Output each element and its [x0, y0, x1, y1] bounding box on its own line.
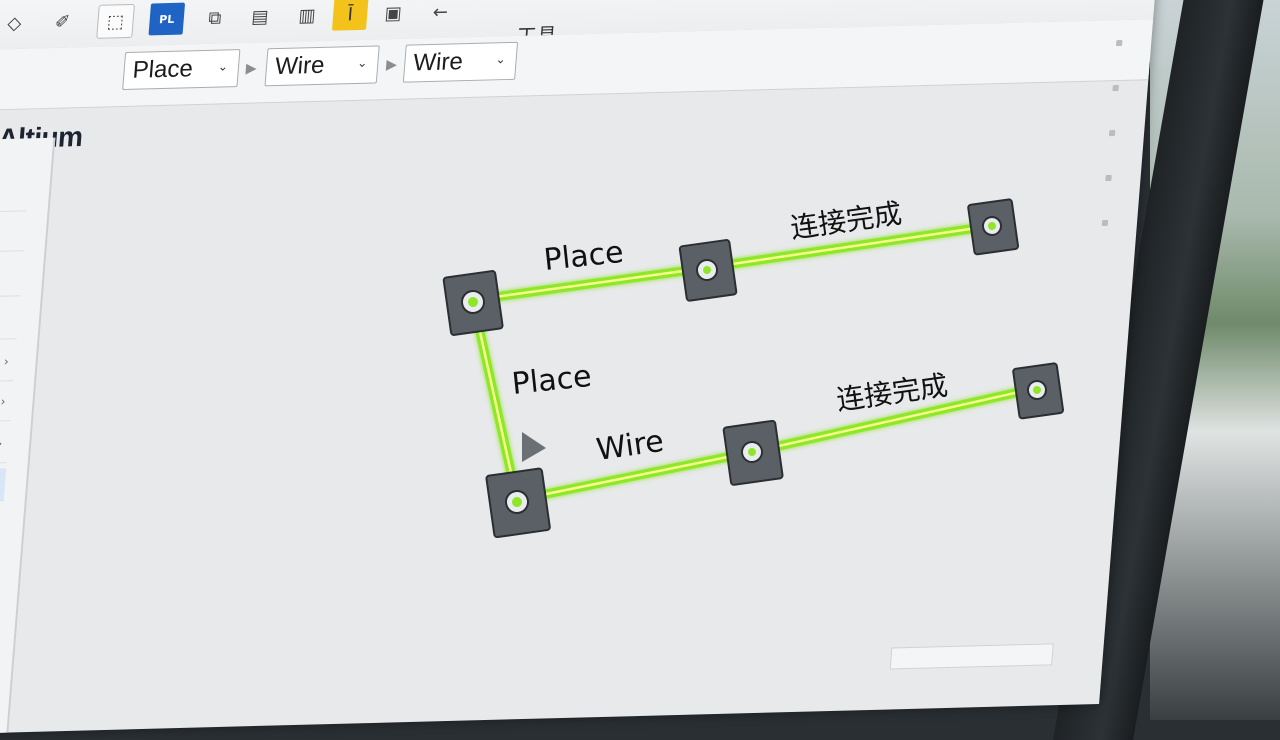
pad-corner[interactable]: [485, 467, 551, 539]
pad-bottom-end[interactable]: [1012, 362, 1065, 420]
pad-bottom-mid[interactable]: [722, 419, 784, 486]
cursor-arrow-icon: [522, 432, 546, 462]
label-wire-bottom: Wire: [594, 424, 666, 468]
pad-top-end[interactable]: [967, 198, 1020, 256]
pad-start[interactable]: [442, 270, 504, 336]
label-place-middle: Place: [510, 359, 593, 402]
label-place-top: Place: [542, 235, 625, 278]
pad-top-mid[interactable]: [678, 239, 738, 302]
schematic-canvas[interactable]: Place 连接完成 Place Wire 连接完成: [0, 0, 1280, 720]
